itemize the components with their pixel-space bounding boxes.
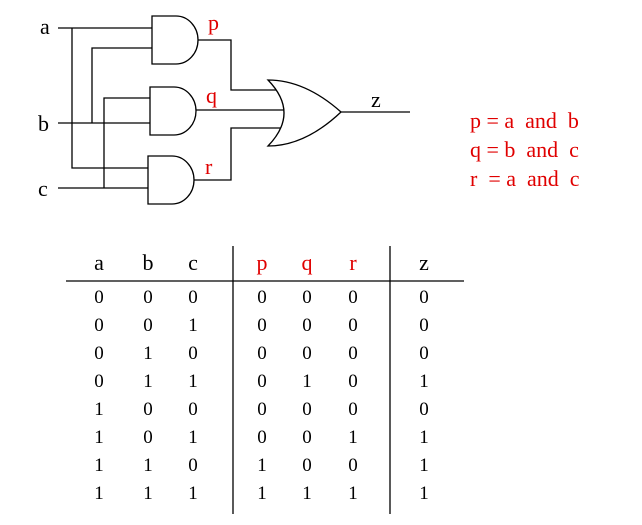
table-cell-r5-r: 0 [348, 399, 358, 420]
table-header-z: z [419, 250, 429, 275]
wire-a [58, 27, 152, 169]
table-cell-r5-p: 0 [257, 399, 267, 420]
table-cell-r7-p: 1 [257, 455, 267, 476]
table-header-q: q [302, 250, 313, 275]
and-gate-q [149, 86, 197, 136]
table-cell-r3-b: 1 [143, 343, 153, 364]
equation-p: p = a and b [470, 108, 579, 133]
table-cell-r7-q: 0 [302, 455, 312, 476]
table-cell-r8-c: 1 [188, 483, 198, 504]
label-input-a: a [40, 14, 50, 39]
table-header-r: r [349, 250, 357, 275]
table-cell-r3-a: 0 [94, 343, 104, 364]
table-cell-r3-p: 0 [257, 343, 267, 364]
table-cell-r2-z: 0 [419, 315, 429, 336]
or-gate-z [266, 79, 342, 147]
equation-q: q = b and c [470, 137, 579, 162]
table-cell-r8-q: 1 [302, 483, 312, 504]
table-cell-r1-q: 0 [302, 287, 312, 308]
table-cell-r3-c: 0 [188, 343, 198, 364]
label-r: r [205, 154, 213, 179]
table-cell-r5-a: 1 [94, 399, 104, 420]
table-cell-r7-c: 0 [188, 455, 198, 476]
table-header-p: p [257, 250, 268, 275]
table-cell-r1-r: 0 [348, 287, 358, 308]
table-cell-r7-b: 1 [143, 455, 153, 476]
table-body: 0 0 0 0 0 0 0 0 0 1 0 0 0 0 0 1 0 0 0 0 0 0 1 1 0 1 0 1 1 0 0 0 0 0 0 1 0 1 0 0… [94, 287, 429, 504]
table-cell-r4-p: 0 [257, 371, 267, 392]
table-cell-r6-z: 1 [419, 427, 429, 448]
equation-r: r = a and c [470, 166, 580, 191]
table-cell-r1-b: 0 [143, 287, 153, 308]
table-cell-r2-p: 0 [257, 315, 267, 336]
table-cell-r4-z: 1 [419, 371, 429, 392]
table-cell-r3-z: 0 [419, 343, 429, 364]
table-cell-r6-c: 1 [188, 427, 198, 448]
table-cell-r6-a: 1 [94, 427, 104, 448]
table-cell-r2-r: 0 [348, 315, 358, 336]
table-header-a: a [94, 250, 104, 275]
table-cell-r2-c: 1 [188, 315, 198, 336]
and-gate-p [151, 15, 199, 65]
table-header-c: c [188, 250, 198, 275]
table-cell-r4-r: 0 [348, 371, 358, 392]
table-cell-r1-z: 0 [419, 287, 429, 308]
table-cell-r2-b: 0 [143, 315, 153, 336]
table-cell-r1-p: 0 [257, 287, 267, 308]
table-cell-r8-a: 1 [94, 483, 104, 504]
table-cell-r7-r: 0 [348, 455, 358, 476]
table-cell-r4-c: 1 [188, 371, 198, 392]
label-p: p [208, 10, 219, 35]
table-cell-r6-p: 0 [257, 427, 267, 448]
table-cell-r5-c: 0 [188, 399, 198, 420]
label-z: z [371, 87, 381, 112]
table-cell-r7-a: 1 [94, 455, 104, 476]
table-cell-r3-q: 0 [302, 343, 312, 364]
table-cell-r8-z: 1 [419, 483, 429, 504]
table-cell-r5-z: 0 [419, 399, 429, 420]
table-cell-r4-b: 1 [143, 371, 153, 392]
table-cell-r6-r: 1 [348, 427, 358, 448]
label-q: q [206, 83, 217, 108]
table-header-b: b [143, 250, 154, 275]
table-cell-r2-q: 0 [302, 315, 312, 336]
table-cell-r5-b: 0 [143, 399, 153, 420]
wire-p [198, 39, 283, 91]
label-input-c: c [38, 176, 48, 201]
table-cell-r6-b: 0 [143, 427, 153, 448]
wire-r [194, 127, 283, 181]
wire-c [58, 97, 150, 189]
table-cell-r6-q: 0 [302, 427, 312, 448]
and-gate-r [147, 155, 195, 205]
table-cell-r2-a: 0 [94, 315, 104, 336]
table-cell-r4-a: 0 [94, 371, 104, 392]
table-cell-r8-r: 1 [348, 483, 358, 504]
table-cell-r1-c: 0 [188, 287, 198, 308]
table-cell-r7-z: 1 [419, 455, 429, 476]
table-cell-r5-q: 0 [302, 399, 312, 420]
table-cell-r4-q: 1 [302, 371, 312, 392]
label-input-b: b [38, 111, 49, 136]
table-cell-r8-p: 1 [257, 483, 267, 504]
table-cell-r8-b: 1 [143, 483, 153, 504]
table-cell-r3-r: 0 [348, 343, 358, 364]
table-cell-r1-a: 0 [94, 287, 104, 308]
